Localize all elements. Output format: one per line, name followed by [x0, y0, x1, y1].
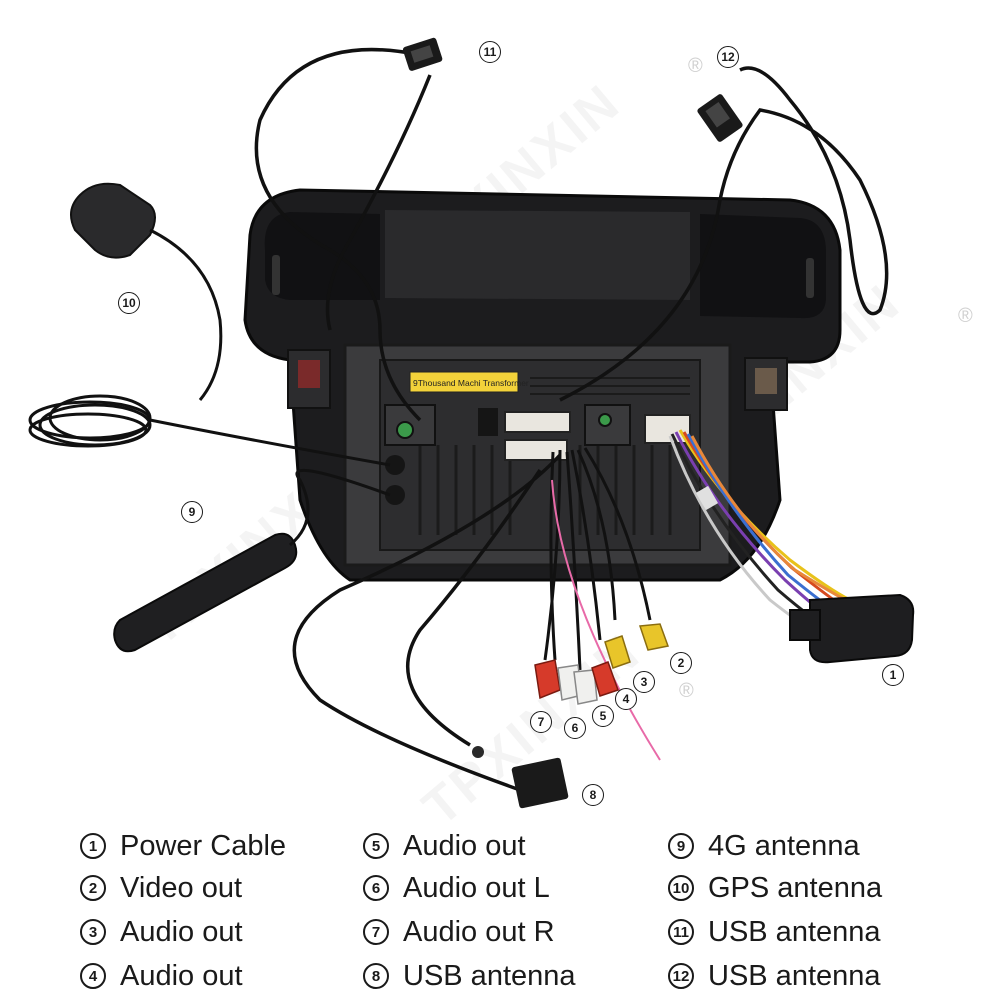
- legend-label: USB antenna: [708, 959, 881, 992]
- 4g-antenna-stick: [113, 532, 298, 653]
- callout-10: 10: [118, 292, 140, 314]
- legend-number: 6: [363, 875, 389, 901]
- usb-plug-8: [511, 757, 569, 809]
- callout-12: 12: [717, 46, 739, 68]
- callout-7: 7: [530, 711, 552, 733]
- legend-number: 5: [363, 833, 389, 859]
- rca-plugs: [534, 623, 670, 705]
- harness-tie: [695, 485, 719, 511]
- callout-3: 3: [633, 671, 655, 693]
- sticker-label: 9Thousand Machi Transformer: [413, 378, 529, 388]
- legend-item: 9 4G antenna: [668, 826, 860, 866]
- legend-label: Power Cable: [120, 829, 287, 862]
- legend-item: 1 Power Cable: [80, 826, 286, 866]
- legend-item: 12 USB antenna: [668, 956, 881, 996]
- callout-4: 4: [615, 688, 637, 710]
- legend-item: 4 Audio out: [80, 956, 243, 996]
- legend-item: 7 Audio out R: [363, 912, 555, 952]
- power-connector: [809, 593, 915, 664]
- legend-number: 10: [668, 875, 694, 901]
- legend-item: 3 Audio out: [80, 912, 243, 952]
- legend-item: 10 GPS antenna: [668, 868, 882, 908]
- white-connector: [504, 411, 571, 433]
- harness-plug: [644, 414, 691, 444]
- pink-wire: [551, 479, 661, 761]
- legend-label: 4G antenna: [708, 829, 860, 862]
- legend-label: Audio out: [120, 959, 243, 992]
- callout-5: 5: [592, 705, 614, 727]
- usb-cable-11: [254, 47, 422, 422]
- legend-label: USB antenna: [403, 959, 576, 992]
- legend-number: 11: [668, 919, 694, 945]
- registered-mark: ®: [688, 55, 703, 77]
- legend-number: 7: [363, 919, 389, 945]
- legend-number: 4: [80, 963, 106, 989]
- legend: 1 Power Cable 2 Video out 3 Audio out 4 …: [0, 826, 1000, 996]
- usb-cable-12: [559, 66, 889, 402]
- registered-mark: ®: [958, 305, 973, 327]
- legend-label: Audio out: [403, 829, 526, 862]
- screen-cutout: [385, 210, 690, 300]
- callout-1: 1: [882, 664, 904, 686]
- legend-number: 2: [80, 875, 106, 901]
- legend-number: 3: [80, 919, 106, 945]
- callout-11: 11: [479, 41, 501, 63]
- legend-item: 11 USB antenna: [668, 912, 881, 952]
- legend-label: USB antenna: [708, 915, 881, 948]
- legend-number: 9: [668, 833, 694, 859]
- legend-label: Video out: [120, 871, 243, 904]
- callout-6: 6: [564, 717, 586, 739]
- legend-item: 2 Video out: [80, 868, 242, 908]
- legend-label: GPS antenna: [708, 871, 883, 904]
- legend-item: 8 USB antenna: [363, 956, 576, 996]
- legend-label: Audio out: [120, 915, 243, 948]
- usb-cable-8: [292, 453, 562, 792]
- heatsink: [418, 445, 672, 535]
- yellow-sticker: [409, 371, 519, 393]
- legend-item: 6 Audio out L: [363, 868, 550, 908]
- legend-label: Audio out L: [403, 871, 550, 904]
- gps-cable-coil: [28, 394, 152, 448]
- gps-puck: [70, 182, 156, 259]
- callout-2: 2: [670, 652, 692, 674]
- rca-cables: [543, 447, 652, 671]
- registered-mark: ®: [679, 680, 694, 702]
- legend-number: 8: [363, 963, 389, 989]
- legend-number: 12: [668, 963, 694, 989]
- product-photo: 9Thousand Machi Transformer: [28, 37, 973, 809]
- legend-label: Audio out R: [403, 915, 555, 948]
- callout-8: 8: [582, 784, 604, 806]
- legend-item: 5 Audio out: [363, 826, 526, 866]
- green-port: [396, 421, 414, 439]
- callout-9: 9: [181, 501, 203, 523]
- legend-number: 1: [80, 833, 106, 859]
